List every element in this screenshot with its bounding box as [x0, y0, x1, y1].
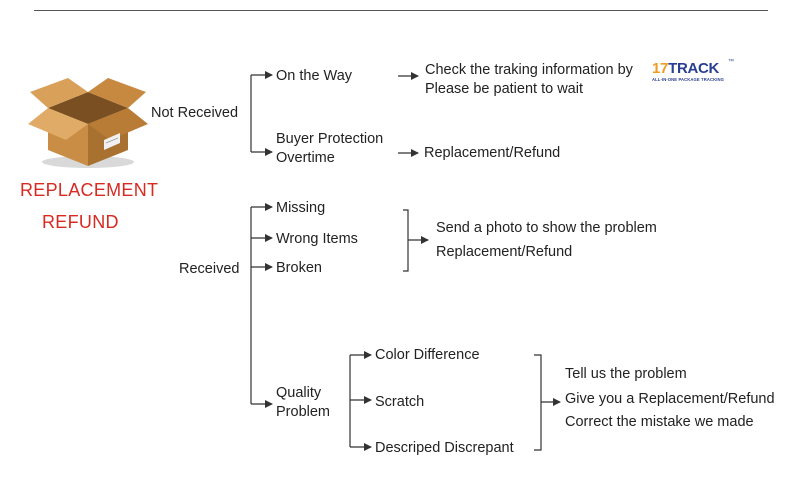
quality-label: Quality [276, 385, 322, 401]
logo-word: TRACK [668, 60, 720, 77]
give-you-text: Give you a Replacement/Refund [565, 391, 775, 407]
missing-label: Missing [276, 200, 326, 216]
send-photo-text: Send a photo to show the problem [436, 220, 657, 236]
color-difference-label: Color Difference [375, 347, 480, 363]
tell-us-text: Tell us the problem [565, 366, 687, 382]
17track-logo: 17TRACK ™ ALL-IN-ONE PACKAGE TRACKING [652, 59, 738, 85]
received-label: Received [179, 261, 240, 277]
buyer-protection-label: Buyer Protection [276, 131, 384, 147]
wrong-items-label: Wrong Items [276, 231, 358, 247]
descriped-discrepant-label: Descriped Discrepant [375, 440, 514, 456]
replacement-refund-text-2: Replacement/Refund [436, 244, 573, 260]
logo-trademark: ™ [728, 59, 734, 65]
not-received-label: Not Received [151, 105, 239, 121]
scratch-label: Scratch [375, 394, 425, 410]
correct-mistake-text: Correct the mistake we made [565, 414, 754, 430]
logo-number: 17 [652, 60, 669, 77]
overtime-label: Overtime [276, 150, 335, 166]
logo-tagline: ALL-IN-ONE PACKAGE TRACKING [652, 77, 724, 82]
refund-title: REFUND [42, 212, 119, 232]
problem-label: Problem [276, 404, 330, 420]
replacement-refund-text-1: Replacement/Refund [424, 145, 561, 161]
check-tracking-text: Check the traking information by [425, 62, 633, 78]
replacement-title: REPLACEMENT [20, 180, 159, 200]
broken-label: Broken [276, 260, 322, 276]
on-the-way-label: On the Way [276, 68, 353, 84]
be-patient-text: Please be patient to wait [425, 81, 583, 97]
